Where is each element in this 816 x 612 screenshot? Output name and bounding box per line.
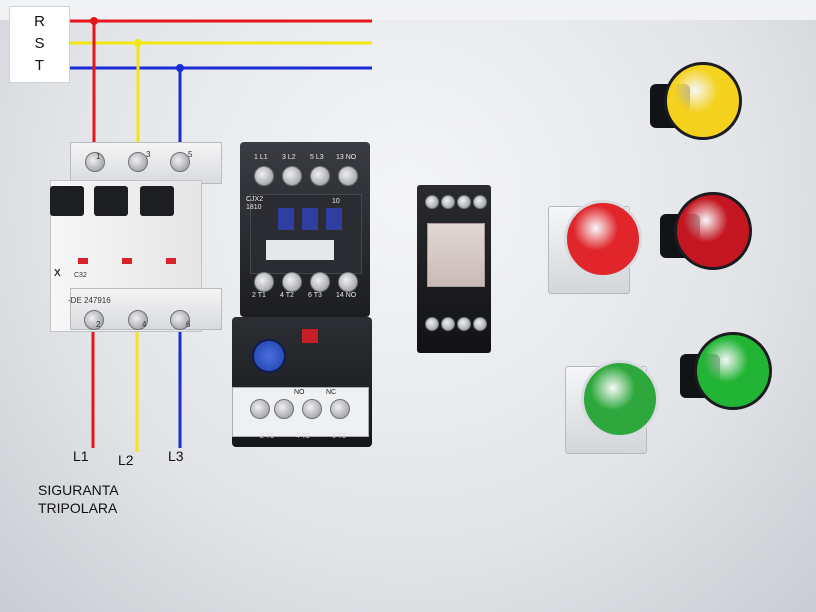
terminal-screw-icon xyxy=(170,310,190,330)
red-button-cap[interactable] xyxy=(564,200,642,278)
contactor-assembly: 1 L1 3 L2 5 L3 13 NO CJX2 1810 10 2 T1 4… xyxy=(232,142,375,447)
terminal-screw-icon xyxy=(282,166,302,186)
trip-indicator-icon xyxy=(78,258,88,264)
terminal-screw-icon xyxy=(425,195,439,209)
contact-slot-icon xyxy=(326,208,342,230)
contact-slot-icon xyxy=(278,208,294,230)
thermal-overload-relay: NO NC 2 T1 4 T2 6 T3 xyxy=(232,317,372,447)
contact-slot-icon xyxy=(302,208,318,230)
terminal-screw-icon xyxy=(310,166,330,186)
terminal-screw-icon xyxy=(338,272,358,292)
relay-cover xyxy=(427,223,485,287)
breaker-lever-icon[interactable] xyxy=(94,186,128,216)
red-lamp-lens xyxy=(674,192,752,270)
contactor-terminal-label: 1 L1 xyxy=(254,154,268,161)
caption-line-2: TRIPOLARA xyxy=(38,500,118,516)
terminal-screw-icon xyxy=(473,317,487,331)
green-lamp-lens xyxy=(694,332,772,410)
contactor-terminal-label: 6 T3 xyxy=(308,292,322,299)
terminal-screw-icon xyxy=(441,195,455,209)
breaker-terminal-5: 5 xyxy=(188,150,193,159)
overload-terminal-label: 2 T1 xyxy=(260,433,274,440)
contactor-terminal-label: 3 L2 xyxy=(282,154,296,161)
overload-terminal-label: 6 T3 xyxy=(332,433,346,440)
terminal-screw-icon xyxy=(441,317,455,331)
overload-terminal-label: 4 T2 xyxy=(296,433,310,440)
l2-label: L2 xyxy=(118,452,134,468)
reset-button[interactable] xyxy=(302,329,318,343)
terminal-screw-icon xyxy=(473,195,487,209)
breaker-serial: -DE 247916 xyxy=(68,296,111,305)
contactor-window xyxy=(266,240,334,260)
overload-aux-nc: NC xyxy=(326,389,337,396)
terminal-screw-icon xyxy=(338,166,358,186)
red-pilot-light xyxy=(660,192,752,272)
yellow-pilot-light xyxy=(650,62,742,142)
terminal-screw-icon xyxy=(250,399,270,419)
caption-line-1: SIGURANTA xyxy=(38,482,119,498)
phase-r-label: R xyxy=(34,13,45,30)
contactor-terminal-label: 5 L3 xyxy=(310,154,324,161)
r-junction xyxy=(90,17,98,25)
terminal-screw-icon xyxy=(282,272,302,292)
breaker-terminal-2: 2 xyxy=(96,320,101,329)
s-junction xyxy=(134,39,142,47)
phase-label-box: R S T xyxy=(9,6,70,83)
terminal-screw-icon xyxy=(254,272,274,292)
contactor-face xyxy=(250,194,362,274)
terminal-screw-icon xyxy=(85,152,105,172)
overload-aux-no: NO xyxy=(294,389,305,396)
breaker-terminal-1: 1 xyxy=(96,152,101,161)
contactor-terminal-label: 2 T1 xyxy=(252,292,266,299)
breaker-lever-icon[interactable] xyxy=(50,186,84,216)
breaker-rating: C32 xyxy=(74,272,87,279)
red-push-button[interactable] xyxy=(548,200,642,296)
terminal-screw-icon xyxy=(457,317,471,331)
terminal-screw-icon xyxy=(302,399,322,419)
contactor-terminal-label: 14 NO xyxy=(336,292,357,299)
l1-label: L1 xyxy=(73,448,89,464)
breaker-lever-icon[interactable] xyxy=(140,186,174,216)
phase-t-label: T xyxy=(34,57,45,74)
green-pilot-light xyxy=(680,332,772,412)
terminal-screw-icon xyxy=(274,399,294,419)
yellow-lamp-lens xyxy=(664,62,742,140)
green-push-button[interactable] xyxy=(565,360,659,456)
terminal-screw-icon xyxy=(425,317,439,331)
trip-indicator-icon xyxy=(166,258,176,264)
breaker-terminal-4: 4 xyxy=(142,320,147,329)
phase-s-label: S xyxy=(34,35,45,52)
terminal-screw-icon xyxy=(84,310,104,330)
terminal-screw-icon xyxy=(254,166,274,186)
terminal-screw-icon xyxy=(457,195,471,209)
terminal-screw-icon xyxy=(330,399,350,419)
l3-label: L3 xyxy=(168,448,184,464)
three-pole-circuit-breaker: 1 3 5 X C32 -DE 247916 2 4 6 xyxy=(46,140,226,352)
contactor-model: CJX2 xyxy=(246,196,264,203)
contactor-aux-mark: 10 xyxy=(332,198,340,205)
breaker-terminal-6: 6 xyxy=(186,320,191,329)
terminal-screw-icon xyxy=(128,152,148,172)
contactor-terminal-label: 4 T2 xyxy=(280,292,294,299)
t-junction xyxy=(176,64,184,72)
contactor-code: 1810 xyxy=(246,204,262,211)
terminal-screw-icon xyxy=(128,310,148,330)
green-button-cap[interactable] xyxy=(581,360,659,438)
terminal-screw-icon xyxy=(170,152,190,172)
trip-indicator-icon xyxy=(122,258,132,264)
breaker-brand-mark: X xyxy=(54,268,61,279)
contactor-terminal-label: 13 NO xyxy=(336,154,357,161)
current-adjust-dial-icon[interactable] xyxy=(252,339,286,373)
relay-with-socket xyxy=(417,185,497,360)
terminal-screw-icon xyxy=(310,272,330,292)
breaker-terminal-3: 3 xyxy=(146,150,151,159)
